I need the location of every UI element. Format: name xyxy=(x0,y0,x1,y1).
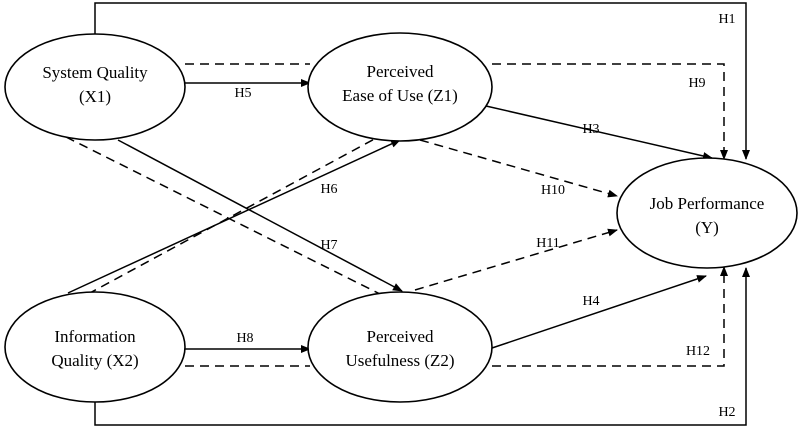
edge-h4 xyxy=(491,275,707,349)
node-z1-line1: Perceived xyxy=(366,62,434,81)
edge-h6-dashed xyxy=(87,135,381,295)
node-system-quality: System Quality (X1) xyxy=(4,33,186,141)
node-job-performance: Job Performance (Y) xyxy=(616,157,798,269)
edge-h7-dashed xyxy=(65,136,381,295)
node-y-line2: (Y) xyxy=(695,218,719,237)
node-z2-line2: Usefulness (Z2) xyxy=(345,351,454,370)
edge-label-h1: H1 xyxy=(718,12,735,27)
node-z2-line1: Perceived xyxy=(366,327,434,346)
node-x2-line1: Information xyxy=(54,327,136,346)
edge-h3 xyxy=(485,105,713,160)
edge-h1 xyxy=(94,2,750,160)
edge-label-h10: H10 xyxy=(541,183,565,198)
edge-h7 xyxy=(117,139,403,292)
node-y-line1: Job Performance xyxy=(650,194,765,213)
edge-label-h8: H8 xyxy=(236,331,253,346)
edge-h12-cont xyxy=(492,266,728,367)
edge-h9-cont xyxy=(492,63,728,160)
node-information-quality: Information Quality (X2) xyxy=(4,291,186,403)
edge-label-h12: H12 xyxy=(686,344,710,359)
edge-label-h4: H4 xyxy=(582,294,599,309)
edge-h10 xyxy=(419,139,618,198)
node-perceived-ease-of-use: Perceived Ease of Use (Z1) xyxy=(307,32,493,142)
node-x2-line2: Quality (X2) xyxy=(51,351,138,370)
edge-label-h7: H7 xyxy=(320,238,337,253)
edge-label-h2: H2 xyxy=(718,405,735,420)
node-x1-line2: (X1) xyxy=(79,87,111,106)
edge-label-h11: H11 xyxy=(536,236,560,251)
edge-h2 xyxy=(94,267,750,426)
edge-h6 xyxy=(67,139,401,294)
node-z1-line2: Ease of Use (Z1) xyxy=(342,86,458,105)
edge-label-h6: H6 xyxy=(320,182,337,197)
node-perceived-usefulness: Perceived Usefulness (Z2) xyxy=(307,291,493,403)
edge-label-h3: H3 xyxy=(582,122,599,137)
node-x1-line1: System Quality xyxy=(42,63,148,82)
edge-label-h9: H9 xyxy=(688,76,705,91)
edge-label-h5: H5 xyxy=(234,86,251,101)
edge-h11 xyxy=(414,228,618,291)
